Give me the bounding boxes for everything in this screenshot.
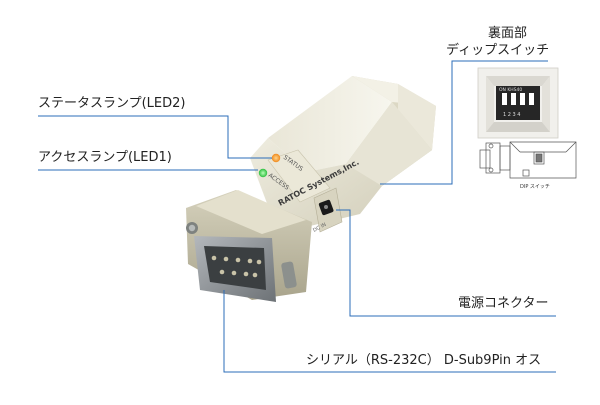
dip-switch-label: ディップスイッチ: [446, 43, 550, 58]
access-lamp-label: アクセスランプ(LED1): [38, 150, 172, 165]
label-area: [267, 149, 331, 203]
serial-label: シリアル（RS-232C） D-Sub9Pin オス: [306, 353, 542, 368]
rear-title-label: 裏面部: [488, 26, 528, 41]
dip-switch-text: ON KHS40: [499, 87, 522, 93]
access-led: [258, 168, 268, 178]
dip-switch-panel: ON KHS40 1 2 3 4: [477, 67, 559, 139]
leader-status: [38, 115, 272, 159]
dip-numbers: 1 2 3 4: [503, 112, 521, 118]
back-line-drawing: [479, 141, 577, 179]
status-lamp-label: ステータスランプ(LED2): [38, 96, 186, 111]
leader-lines: [38, 60, 556, 373]
db9-connector: [186, 190, 312, 302]
back-drawing-caption: DIP スイッチ: [520, 184, 550, 190]
leader-power: [336, 209, 556, 317]
leader-serial: [223, 290, 556, 373]
leader-rear: [380, 60, 548, 185]
power-connector-label: 電源コネクター: [458, 296, 549, 311]
status-led: [271, 153, 281, 163]
